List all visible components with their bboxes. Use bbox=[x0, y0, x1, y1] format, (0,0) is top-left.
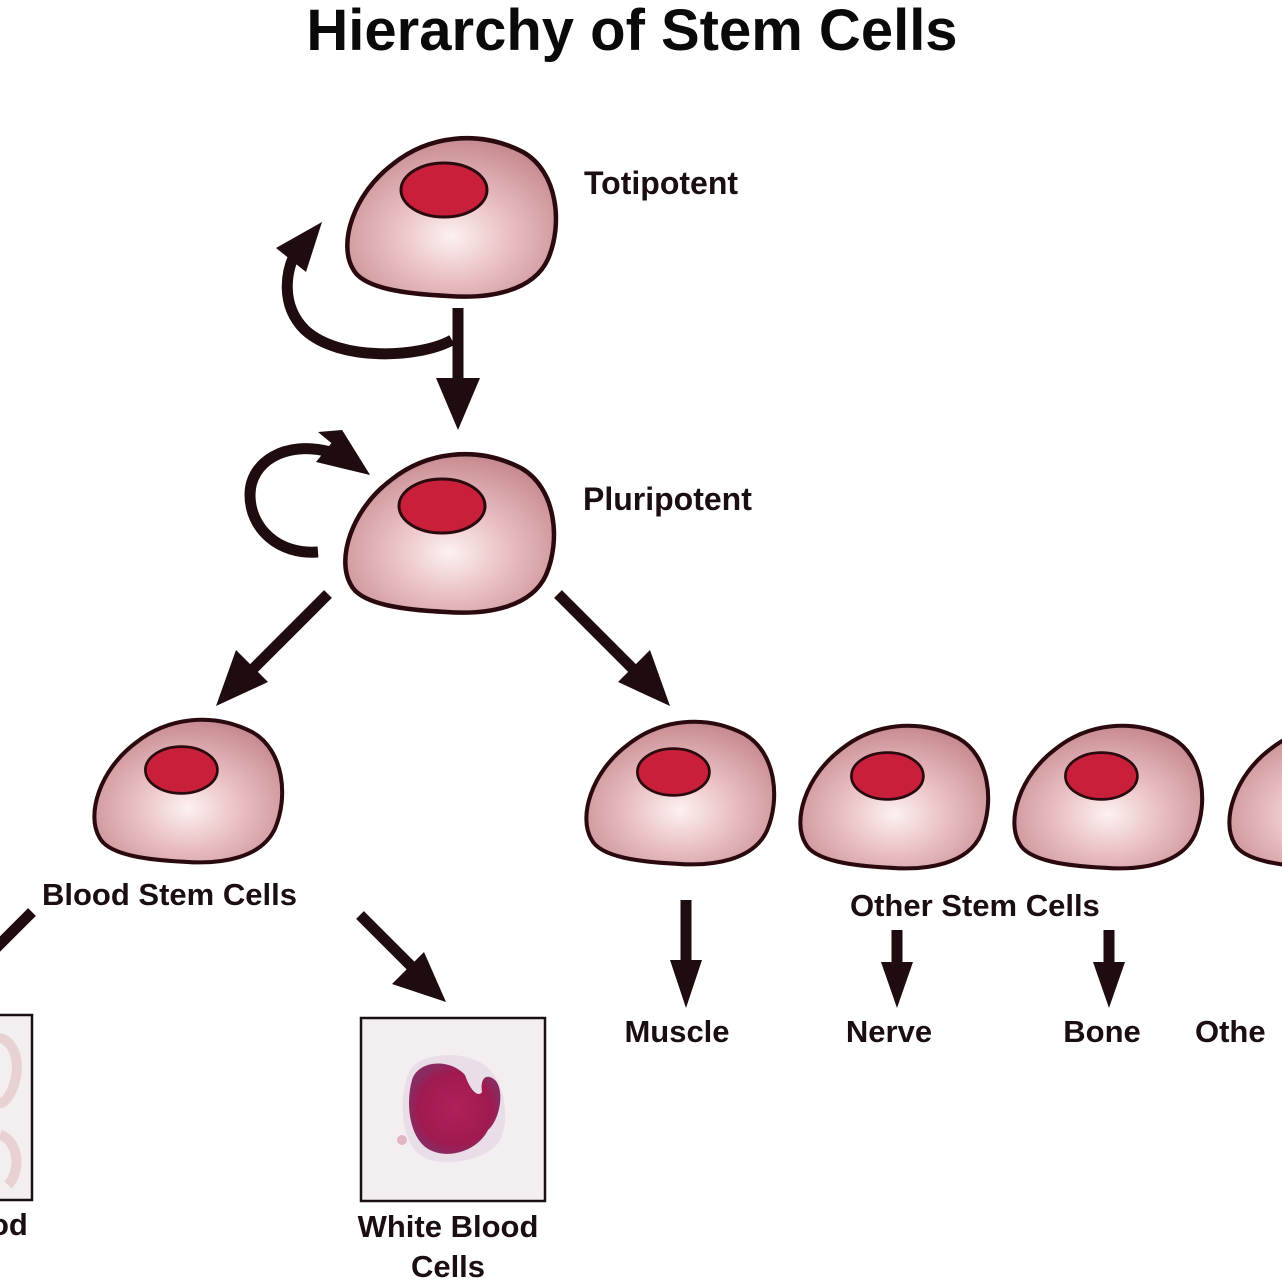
arrow-pluripotent-to-blood bbox=[216, 590, 332, 706]
blood-stem-cells-label: Blood Stem Cells bbox=[42, 877, 297, 912]
arrow-to-bone bbox=[1093, 930, 1125, 1008]
bone-label: Bone bbox=[1063, 1014, 1141, 1049]
white-blood-cells-photo bbox=[359, 1016, 547, 1203]
other-stem-cell-nerve bbox=[800, 726, 988, 869]
self-renewal-arrow-totipotent bbox=[276, 222, 455, 360]
pluripotent-label: Pluripotent bbox=[583, 481, 752, 517]
nucleus bbox=[636, 747, 711, 797]
totipotent-cell bbox=[347, 138, 556, 296]
nucleus bbox=[144, 745, 219, 795]
muscle-label: Muscle bbox=[624, 1014, 729, 1049]
arrow-to-nerve bbox=[881, 930, 913, 1008]
wbc-nucleus bbox=[409, 1063, 501, 1154]
nucleus bbox=[1064, 751, 1139, 801]
diagram-title: Hierarchy of Stem Cells bbox=[306, 0, 957, 63]
arrow-to-muscle bbox=[670, 900, 702, 1008]
other-label: Othe bbox=[1195, 1014, 1266, 1049]
white-blood-cells-label-line2: Cells bbox=[411, 1249, 485, 1282]
arrow-blood-to-white bbox=[356, 911, 446, 1002]
nucleus bbox=[850, 751, 925, 801]
other-stem-cell-other bbox=[1229, 726, 1282, 869]
totipotent-label: Totipotent bbox=[584, 165, 738, 201]
self-renewal-arrow-pluripotent bbox=[244, 430, 370, 558]
white-blood-cells-label-line1: White Blood bbox=[358, 1209, 539, 1244]
red-blood-cells-photo bbox=[0, 1013, 34, 1202]
blood-stem-cell bbox=[94, 720, 282, 863]
nucleus bbox=[397, 477, 487, 535]
other-stem-cell-muscle bbox=[586, 722, 774, 865]
other-stem-cells-label: Other Stem Cells bbox=[850, 888, 1100, 923]
nerve-label: Nerve bbox=[846, 1014, 932, 1049]
arrow-totipotent-to-pluripotent bbox=[436, 308, 480, 430]
arrow-pluripotent-to-other bbox=[554, 590, 670, 706]
pluripotent-cell bbox=[345, 454, 554, 612]
nucleus bbox=[399, 161, 489, 219]
red-blood-cells-label: od bbox=[0, 1207, 28, 1242]
arrow-blood-to-red bbox=[0, 908, 36, 952]
other-stem-cell-bone bbox=[1014, 726, 1202, 869]
